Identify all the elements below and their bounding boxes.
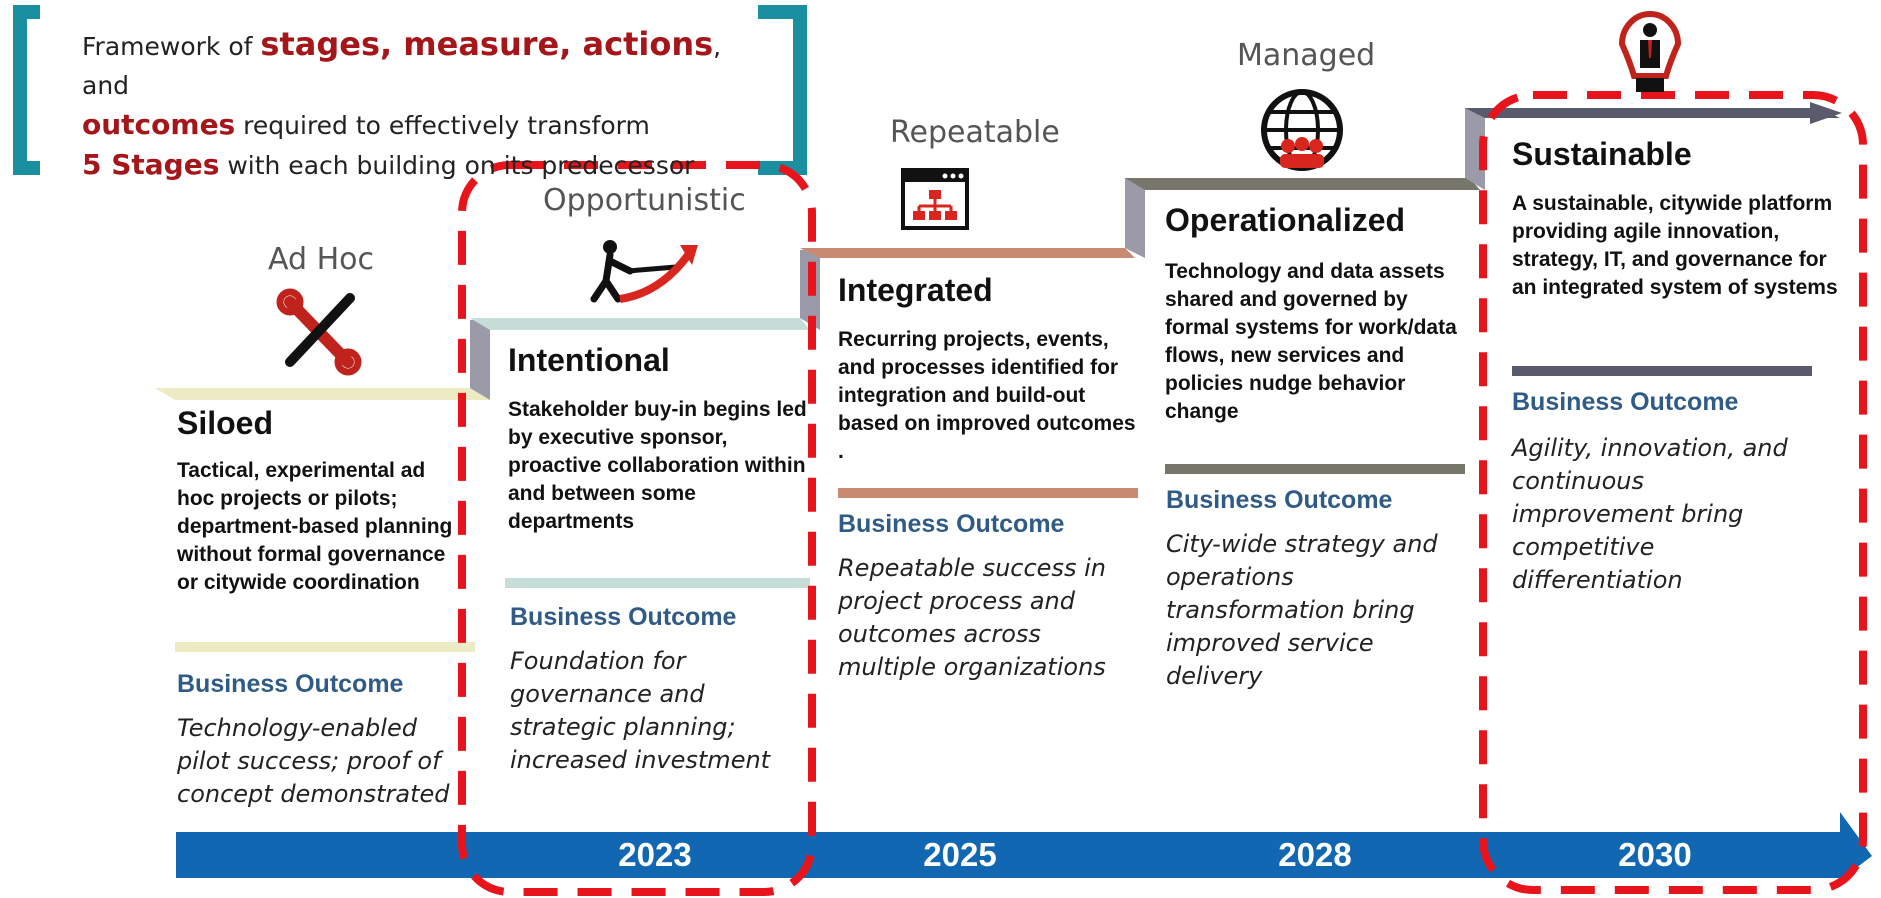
divider-bar-5 xyxy=(1512,366,1812,376)
step-4 xyxy=(1125,178,1480,190)
business-outcome-heading: Business Outcome xyxy=(1166,486,1393,514)
business-outcome-text: Foundation for governance and strategic … xyxy=(510,647,771,774)
stage-description: Recurring projects, events, and processe… xyxy=(838,328,1136,463)
step-2 xyxy=(470,318,810,330)
intro-line-3: 5 Stages with each building on its prede… xyxy=(82,145,732,185)
stage-description: Technology and data assets shared and go… xyxy=(1165,260,1457,423)
stage-label-managed: Managed xyxy=(1237,38,1376,73)
intro-highlight: outcomes xyxy=(82,108,236,141)
step-3 xyxy=(800,248,1135,258)
divider-bar-4 xyxy=(1165,464,1465,474)
divider-bar-3 xyxy=(838,488,1138,498)
stage-title-intentional: Intentional xyxy=(508,342,670,378)
timeline-arrow xyxy=(176,812,1872,880)
stage-title-integrated: Integrated xyxy=(838,272,993,308)
stage-description: Stakeholder buy-in begins led by executi… xyxy=(508,398,807,533)
intro-text: , and xyxy=(82,32,722,100)
stage-title-operationalized: Operationalized xyxy=(1165,202,1406,238)
intro-text: required to effectively transform xyxy=(235,111,650,140)
step-1-riser xyxy=(470,320,490,400)
divider-bar-1 xyxy=(175,642,475,652)
highlight-2030-outline xyxy=(1479,91,1867,894)
right-bracket xyxy=(758,5,807,175)
stage-label-repeatable: Repeatable xyxy=(890,115,1060,150)
left-bracket xyxy=(13,5,40,175)
framework-intro: Framework of stages, measure, actions, a… xyxy=(82,25,732,185)
stage-title-sustainable: Sustainable xyxy=(1512,136,1692,172)
stage-title-siloed: Siloed xyxy=(177,405,274,441)
stage-description: Tactical, experimental ad hoc projects o… xyxy=(177,459,453,594)
step-3-riser xyxy=(1125,178,1145,258)
intro-text: Framework of xyxy=(82,32,261,61)
business-outcome-heading: Business Outcome xyxy=(510,603,737,631)
business-outcome-heading: Business Outcome xyxy=(1512,388,1739,416)
business-outcome-text: Technology-enabled pilot success; proof … xyxy=(177,714,450,808)
stage-label-ad-hoc: Ad Hoc xyxy=(268,242,374,277)
step-1 xyxy=(155,388,490,400)
business-outcome-heading: Business Outcome xyxy=(838,510,1065,538)
timeline-year-2025: 2025 xyxy=(923,836,997,873)
tools-icon xyxy=(276,288,362,376)
step-5 xyxy=(1465,108,1840,118)
tug-of-war-icon xyxy=(590,240,698,303)
network-globe-icon xyxy=(1261,89,1343,171)
stage-description: A sustainable, citywide platform providi… xyxy=(1512,192,1838,299)
step-5-arrowhead xyxy=(1810,102,1842,124)
intro-line-1: Framework of stages, measure, actions, a… xyxy=(82,25,732,105)
business-outcome-text: Repeatable success in project process an… xyxy=(838,554,1106,681)
intro-line-2: outcomes required to effectively transfo… xyxy=(82,105,732,145)
intro-highlight: stages, measure, actions xyxy=(260,25,714,63)
business-outcome-heading: Business Outcome xyxy=(177,670,404,698)
org-chart-window-icon xyxy=(901,168,969,230)
business-outcome-text: City-wide strategy and operations transf… xyxy=(1166,530,1438,690)
intro-highlight: 5 Stages xyxy=(82,148,220,181)
lightbulb-person-icon xyxy=(1618,11,1682,92)
timeline-year-2028: 2028 xyxy=(1278,836,1352,873)
business-outcome-text: Agility, innovation, and continuous impr… xyxy=(1512,434,1788,594)
timeline-year-2023: 2023 xyxy=(618,836,692,873)
highlight-2023-outline xyxy=(458,161,816,896)
intro-text: with each building on its predecessor xyxy=(219,151,695,180)
divider-bar-2 xyxy=(505,578,810,588)
stage-label-opportunistic: Opportunistic xyxy=(543,183,746,218)
timeline-year-2030: 2030 xyxy=(1618,836,1692,873)
